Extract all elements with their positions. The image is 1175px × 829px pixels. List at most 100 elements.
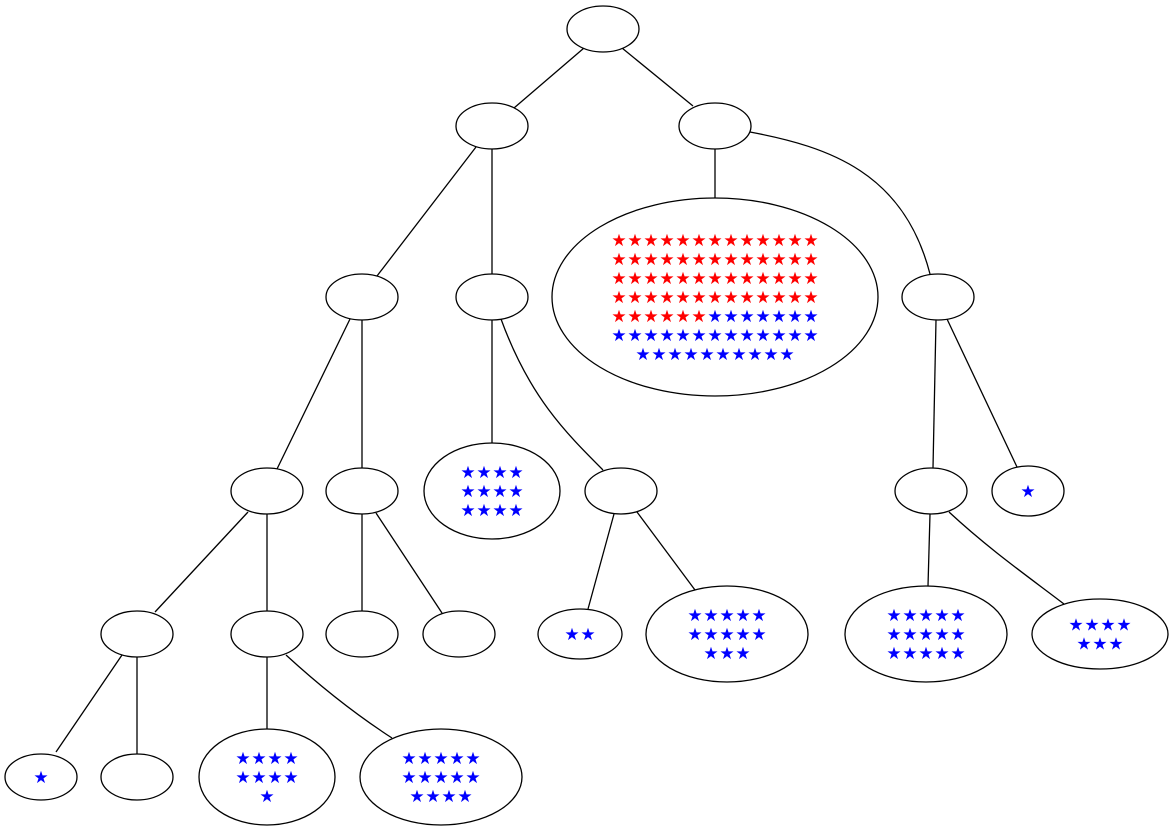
blue-star-icon: ★ [707,326,722,346]
blue-star-icon: ★ [751,625,766,645]
red-star-icon: ★ [675,307,690,327]
red-star-icon: ★ [675,250,690,270]
tree-node-n-c: ★★★★★★★★★ [198,728,336,826]
tree-node-n-d: ★★★★★★★★★★★★★★ [359,728,523,826]
red-star-icon: ★ [755,269,770,289]
node-layer: ★★★★★★★★★★★★★★★★★★★★★★★★★★★★★★★★★★★★★★★★… [4,5,1169,826]
blue-star-icon: ★ [723,307,738,327]
red-star-icon: ★ [643,307,658,327]
blue-star-icon: ★ [417,749,432,769]
node-ellipse [422,610,496,658]
edge-n-right-to-n-rr [749,131,931,275]
blue-star-icon: ★ [747,345,762,365]
node-ellipse [455,273,529,321]
node-ellipse [230,467,304,515]
blue-star-icon: ★ [667,345,682,365]
blue-star-icon: ★ [950,606,965,626]
red-star-icon: ★ [643,231,658,251]
edge-n-rrl-to-n-rrll [927,513,931,587]
blue-star-icon: ★ [508,482,523,502]
red-star-icon: ★ [659,288,674,308]
red-star-icon: ★ [659,250,674,270]
red-star-icon: ★ [739,269,754,289]
blue-star-icon: ★ [934,606,949,626]
blue-star-icon: ★ [950,625,965,645]
tree-node-n-lrr [584,467,658,515]
red-star-icon: ★ [803,269,818,289]
blue-star-icon: ★ [751,606,766,626]
blue-star-icon: ★ [409,787,424,807]
tree-node-n-lrrl: ★★ [537,608,623,660]
tree-node-n-rrl [894,467,968,515]
node-ellipse [1031,598,1169,670]
blue-star-icon: ★ [465,768,480,788]
red-star-icon: ★ [771,250,786,270]
red-star-icon: ★ [611,288,626,308]
blue-star-icon: ★ [719,644,734,664]
tree-node-n-ll [325,273,399,321]
node-ellipse [359,728,523,826]
tree-node-n-b [100,753,174,801]
node-ellipse [325,273,399,321]
edge-root-to-n-right [621,47,694,107]
red-star-icon: ★ [627,269,642,289]
node-ellipse [230,610,304,658]
red-star-icon: ★ [755,250,770,270]
tree-node-n-lrrr: ★★★★★★★★★★★★★ [645,585,809,683]
red-star-icon: ★ [739,250,754,270]
blue-star-icon: ★ [659,326,674,346]
blue-star-icon: ★ [1068,616,1083,636]
red-star-icon: ★ [659,307,674,327]
tree-node-n-lrl: ★★★★★★★★★★★★ [423,442,561,540]
red-star-icon: ★ [723,231,738,251]
node-ellipse [645,585,809,683]
blue-star-icon: ★ [267,749,282,769]
blue-star-icon: ★ [703,606,718,626]
red-star-icon: ★ [771,269,786,289]
blue-star-icon: ★ [465,749,480,769]
blue-star-icon: ★ [460,463,475,483]
node-ellipse [455,102,529,150]
red-star-icon: ★ [755,231,770,251]
blue-star-icon: ★ [492,482,507,502]
blue-star-icon: ★ [1076,635,1091,655]
red-star-icon: ★ [691,269,706,289]
blue-star-icon: ★ [611,326,626,346]
blue-star-icon: ★ [283,749,298,769]
blue-star-icon: ★ [449,749,464,769]
blue-star-icon: ★ [707,307,722,327]
red-star-icon: ★ [707,231,722,251]
tree-node-n-big: ★★★★★★★★★★★★★★★★★★★★★★★★★★★★★★★★★★★★★★★★… [551,197,879,397]
blue-star-icon: ★ [635,345,650,365]
blue-star-icon: ★ [259,787,274,807]
node-ellipse [894,467,968,515]
blue-star-icon: ★ [683,345,698,365]
blue-star-icon: ★ [902,644,917,664]
node-ellipse [423,442,561,540]
edge-n-lrr-to-n-lrrl [587,513,615,610]
red-star-icon: ★ [707,250,722,270]
red-star-icon: ★ [611,307,626,327]
blue-star-icon: ★ [687,625,702,645]
blue-star-icon: ★ [918,606,933,626]
edge-n-lr-to-n-lrr [500,318,604,471]
red-star-icon: ★ [627,288,642,308]
blue-star-icon: ★ [735,644,750,664]
tree-node-n-lll [230,467,304,515]
edge-n-lllr-to-n-d [285,654,393,739]
node-ellipse [566,5,640,53]
blue-star-icon: ★ [457,787,472,807]
red-star-icon: ★ [787,250,802,270]
red-star-icon: ★ [627,231,642,251]
red-star-icon: ★ [739,231,754,251]
edge-n-rr-to-n-rrl [932,319,937,469]
tree-node-n-llll [100,610,174,658]
blue-star-icon: ★ [735,625,750,645]
tree-node-root [566,5,640,53]
edge-n-rrl-to-n-rrlr [948,511,1065,605]
blue-star-icon: ★ [763,345,778,365]
red-star-icon: ★ [707,288,722,308]
tree-node-n-right [678,102,752,150]
blue-star-icon: ★ [425,787,440,807]
blue-star-icon: ★ [401,749,416,769]
